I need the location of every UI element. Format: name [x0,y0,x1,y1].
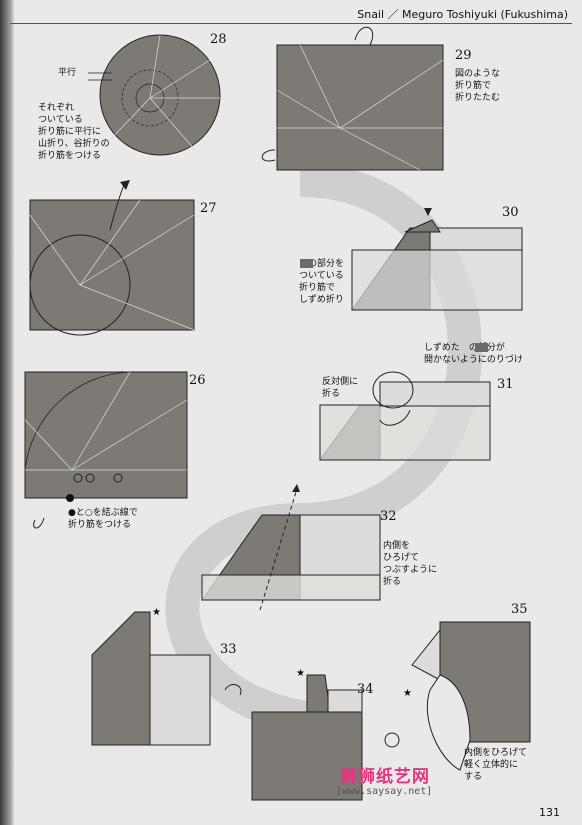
shaded-area-swatch [475,343,488,352]
diagram-step-31 [319,371,491,461]
step-number-27: 27 [200,201,217,216]
step-number-32: 32 [380,509,397,524]
star-marker: ★ [152,607,161,618]
diagram-step-27 [29,180,195,336]
book-gutter [0,0,14,825]
diagram-step-29 [261,27,444,171]
watermark-url: [www.saysay.net] [336,786,433,797]
note-28-parallel: 平行 [58,68,77,78]
step-number-34: 34 [357,682,374,697]
step-number-30: 30 [502,205,519,220]
diagram-step-28 [88,34,221,156]
header-rule [10,23,572,24]
note-30: の部分を ついている 折り筋で しずめ折り [299,259,345,305]
shaded-area-swatch [300,259,313,268]
star-marker: ★ [296,668,305,679]
star-marker: ★ [403,688,412,699]
note-28: それぞれ ついている 折り筋に平行に 山折り、谷折りの 折り筋をつける [38,103,110,161]
note-31-side: 反対側に 折る [322,377,359,399]
note-32: 内側を ひろげて つぶすように 折る [383,541,438,587]
page-number: 131 [539,806,560,819]
diagram-step-30 [351,208,523,311]
note-26: ●と○を結ぶ線で 折り筋をつける [68,508,138,530]
step-number-26: 26 [189,373,206,388]
note-35: 内側をひろげて 軽く立体的に する [464,748,528,782]
diagram-step-26 [24,371,188,529]
note-31-top: しずめた の部分が 開かないようにのりづけ [424,343,523,365]
diagram-step-35 [411,621,531,771]
note-29: 図のような 折り筋で 折りたたむ [455,69,501,103]
diagram-step-34 [251,674,400,801]
diagram-step-32 [201,484,381,611]
step-number-31: 31 [497,377,514,392]
step-number-35: 35 [511,602,528,617]
step-number-28: 28 [210,32,227,47]
step-number-29: 29 [455,48,472,63]
watermark-brand: 狮狮纸艺网 [340,767,430,787]
page-header: Snail ／ Meguro Toshiyuki (Fukushima) [357,8,568,21]
step-number-33: 33 [220,642,237,657]
diagram-step-33 [91,611,242,746]
